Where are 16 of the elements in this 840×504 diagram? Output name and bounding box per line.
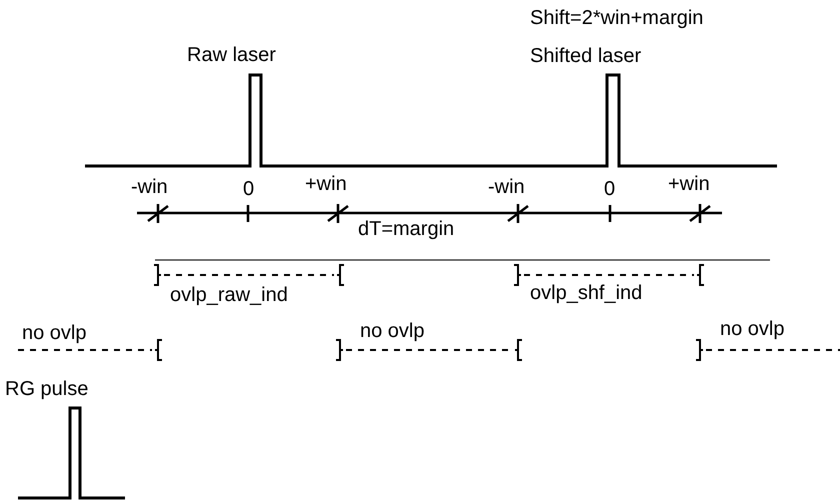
tick-label: 0 — [243, 178, 254, 200]
tick-label: -win — [131, 176, 168, 198]
tick-label: 0 — [604, 178, 616, 200]
interval-label: no ovlp — [22, 322, 86, 344]
tick-label: +win — [305, 173, 347, 195]
tick-label: -win — [488, 176, 525, 198]
signal-label: Raw laser — [187, 44, 276, 66]
interval-label: no ovlp — [720, 318, 784, 340]
dimension-label: dT=margin — [358, 218, 454, 240]
tick-label: +win — [668, 173, 710, 195]
signal-label: Shifted laser — [530, 45, 642, 67]
signal-label: RG pulse — [5, 378, 88, 400]
interval-label: ovlp_raw_ind — [170, 284, 288, 306]
interval-label: ovlp_shf_ind — [530, 282, 642, 304]
signal-label: Shift=2*win+margin — [530, 7, 704, 29]
interval-label: no ovlp — [360, 320, 424, 342]
